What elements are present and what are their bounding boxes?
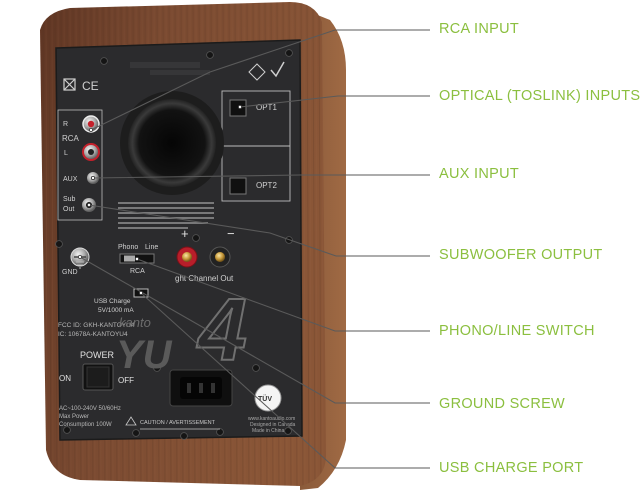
line-label: Line	[145, 244, 158, 251]
usb-label-1: USB Charge	[94, 298, 131, 305]
gnd-label: GND	[62, 269, 78, 276]
tuv-label: TÜV	[258, 394, 272, 403]
made-line: Made in China	[252, 428, 284, 434]
opt1-label: OPT1	[256, 103, 277, 112]
ac-line-2: Max Power	[59, 414, 89, 420]
sub-label-2: Out	[63, 206, 74, 213]
callout-usb-charge-port: USB CHARGE PORT	[439, 460, 584, 476]
certification-marks: CE	[63, 61, 285, 93]
sub-label-1: Sub	[63, 196, 76, 203]
switch-rca-label: RCA	[130, 268, 145, 275]
rca-label: RCA	[62, 134, 80, 143]
r-label: R	[63, 121, 68, 128]
channel-out-label: ght Channel Out	[175, 274, 234, 283]
on-label: ON	[59, 374, 71, 383]
rear-panel	[55, 39, 303, 441]
callout-ground-screw: GROUND SCREW	[439, 396, 566, 412]
optical-port-1	[229, 99, 247, 117]
callout-subwoofer-output: SUBWOOFER OUTPUT	[439, 247, 603, 263]
minus-sign: −	[227, 226, 235, 241]
tuv-mark	[254, 384, 282, 412]
ce-mark: CE	[82, 79, 99, 93]
ac-line-3: Consumption 100W	[59, 422, 112, 428]
callout-rca-input: RCA INPUT	[439, 21, 520, 37]
designed-line: Designed in Canada	[250, 422, 296, 428]
phono-label: Phono	[118, 244, 138, 251]
aux-label: AUX	[63, 176, 78, 183]
optical-port-2	[229, 177, 247, 195]
callout-phono-line-switch: PHONO/LINE SWITCH	[439, 323, 595, 339]
ac-line-1: AC~100-240V 50/60Hz	[59, 406, 121, 412]
opt2-label: OPT2	[256, 181, 277, 190]
fcc-id: FCC ID: GKH-KANTOYU4	[58, 322, 135, 329]
leader-lines	[79, 29, 430, 469]
caution-text: CAUTION / AVERTISSEMENT	[140, 420, 216, 426]
usb-label-2: 5V/1000 mA	[98, 307, 134, 314]
l-label: L	[64, 150, 68, 157]
bass-port	[128, 99, 216, 187]
ic-id: IC: 10678A-KANTOYU4	[58, 331, 128, 338]
power-label: POWER	[80, 350, 115, 360]
plus-sign: +	[181, 226, 189, 241]
website-text: www.kantoaudio.com	[248, 416, 295, 422]
off-label: OFF	[118, 376, 134, 385]
brand-yu: YU	[116, 333, 173, 377]
brand-small: kanto	[119, 315, 151, 330]
callout-optical-inputs: OPTICAL (TOSLINK) INPUTS	[439, 88, 640, 104]
callout-aux-input: AUX INPUT	[439, 166, 520, 182]
model-number: 4	[196, 280, 247, 379]
